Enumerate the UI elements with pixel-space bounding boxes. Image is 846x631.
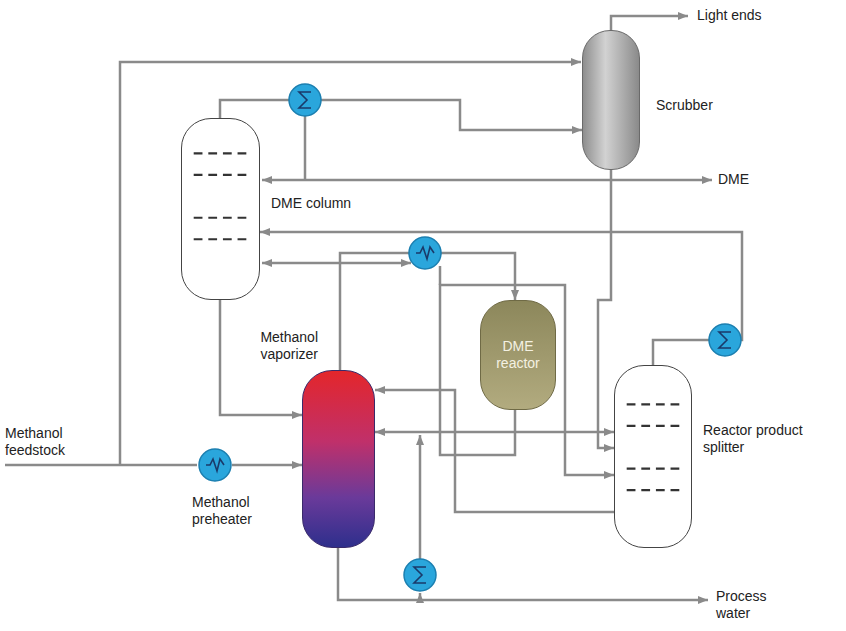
column-trays: [615, 366, 691, 547]
node-heading: Methanol preheater: [192, 494, 277, 528]
process-stream: [440, 285, 614, 475]
vaporizer-vessel: Methanol vaporizer: [302, 370, 375, 548]
scrubber-vessel: Scrubber: [582, 30, 640, 170]
heat-exchanger-symbol: [198, 448, 232, 482]
node-heading: DME column: [271, 195, 381, 212]
tray: [194, 238, 248, 240]
tray: [194, 217, 248, 219]
preheater-exchanger: Methanol preheater: [198, 448, 232, 482]
process-stream: [375, 390, 614, 512]
process-stream: [220, 100, 582, 130]
tray: [627, 403, 680, 405]
product-label: DME: [718, 171, 778, 188]
node-heading: Methanol vaporizer: [218, 329, 318, 363]
distillation-column: DME column: [181, 118, 260, 300]
reboiler-feed-line: [419, 593, 422, 600]
dme-product-line: [262, 179, 712, 182]
splitter-column: Reactor product splitter: [614, 365, 692, 548]
reboiler-symbol: [404, 559, 436, 591]
tray: [194, 174, 248, 176]
tray: [627, 489, 680, 491]
node-heading: Reactor product splitter: [703, 422, 833, 456]
tray: [194, 152, 248, 154]
heat-exchanger-symbol: [409, 237, 441, 269]
process-water-line: [338, 548, 708, 600]
node-text: DME reactor: [481, 338, 555, 372]
feed-label: Methanol feedstock: [5, 425, 77, 459]
node-heading: Scrubber: [656, 97, 746, 114]
light-ends-line: [611, 16, 688, 30]
stream-label: Light ends: [697, 7, 807, 24]
heat-exchanger-symbol: [289, 84, 321, 116]
exchanger-stub-line: [439, 266, 442, 285]
column-exchanger-line: [262, 262, 411, 265]
process-stream: [598, 170, 614, 448]
stream-label: Process water: [716, 588, 796, 622]
tray: [627, 425, 680, 427]
tray: [627, 468, 680, 470]
process-stream: [375, 431, 614, 434]
process-stream: [232, 464, 302, 467]
feed-line: [5, 464, 197, 467]
column-trays: [182, 119, 259, 299]
reboiler-return-line: [419, 435, 422, 559]
reactor-vessel: DME reactor: [480, 300, 556, 410]
heat-exchanger-symbol: [709, 324, 741, 356]
reflux-drop-line: [304, 116, 307, 180]
